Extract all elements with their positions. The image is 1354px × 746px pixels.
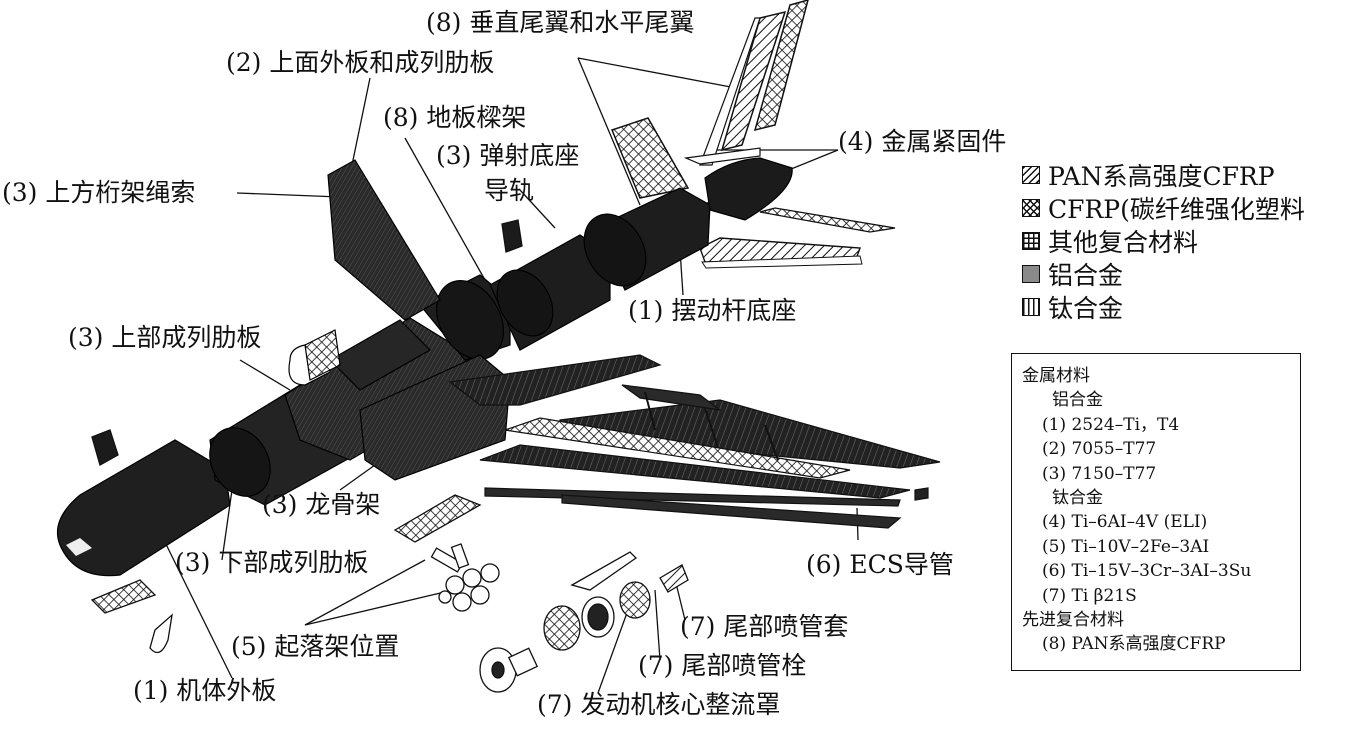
legend-label: 铝合金 (1048, 260, 1124, 290)
stabilizer-parts (699, 207, 896, 269)
label-upper-stringer: (3) 上部成列肋板 (68, 323, 262, 352)
main-wing (448, 354, 941, 529)
label-upper-skin-stringer: (2) 上面外板和成列肋板 (226, 48, 495, 77)
grid-swatch-icon (1022, 231, 1040, 250)
label-tail-nozzle-sleeve: (7) 尾部喷管套 (680, 612, 849, 641)
vertical-lines-swatch-icon (1022, 297, 1040, 316)
label-ejection-base: (3) 弹射底座 (436, 141, 580, 170)
hatch-swatch-icon (1022, 165, 1040, 184)
label-fuselage-skin: (1) 机体外板 (133, 676, 277, 705)
legend-entry-vertical: 钛合金 (1022, 290, 1305, 323)
titanium-item: (4) Ti–6AI–4V (ELI) (1042, 512, 1208, 533)
label-ecs-duct: (6) ECS导管 (806, 550, 954, 579)
label-swing-arm-base: (1) 摆动杆底座 (628, 296, 797, 325)
label-lower-stringer: (3) 下部成列肋板 (175, 548, 369, 577)
aluminum-item: (3) 7150–T77 (1042, 463, 1157, 484)
label-engine-core-fairing: (7) 发动机核心整流罩 (537, 690, 781, 719)
label-tail-nozzle-bolt: (7) 尾部喷管栓 (638, 651, 807, 680)
materials-box: 金属材料 铝合金 (1) 2524–Ti，T4 (2) 7055–T77 (3)… (1011, 353, 1301, 671)
label-floor-beam: (8) 地板樑架 (383, 103, 527, 132)
legend-label: 钛合金 (1048, 293, 1124, 323)
aluminum-item: (1) 2524–Ti，T4 (1042, 414, 1180, 435)
label-ejection-rail: 导轨 (484, 176, 535, 205)
titanium-item: (7) Ti β21S (1042, 585, 1137, 606)
composite-heading: 先进复合材料 (1022, 610, 1124, 631)
legend-label: PAN系高强度CFRP (1048, 161, 1275, 191)
label-landing-gear: (5) 起落架位置 (231, 632, 400, 661)
legend-label: 其他复合材料 (1048, 227, 1199, 257)
solid-gray-swatch-icon (1022, 264, 1040, 283)
titanium-heading: 钛合金 (1052, 488, 1103, 509)
legend-entry-crosshatch: CFRP(碳纤维强化塑料 (1022, 191, 1305, 224)
crosshatch-swatch-icon (1022, 198, 1040, 217)
legend-entry-hatch: PAN系高强度CFRP (1022, 158, 1305, 191)
legend-entry-grid: 其他复合材料 (1022, 224, 1305, 257)
label-keel-frame: (3) 龙骨架 (262, 490, 381, 519)
materials-title: 金属材料 (1022, 366, 1090, 386)
titanium-item: (6) Ti–15V–3Cr–3AI–3Su (1042, 561, 1252, 582)
loose-parts (90, 219, 689, 693)
legend-label: CFRP(碳纤维强化塑料 (1048, 194, 1305, 224)
composite-item: (8) PAN系高强度CFRP (1042, 634, 1226, 655)
legend-entry-solid-gray: 铝合金 (1022, 257, 1305, 290)
label-vertical-horizontal-tail: (8) 垂直尾翼和水平尾翼 (426, 8, 695, 37)
aluminum-heading: 铝合金 (1052, 390, 1103, 411)
label-metal-fastener: (4) 金属紧固件 (838, 127, 1007, 156)
aluminum-item: (2) 7055–T77 (1042, 439, 1157, 460)
titanium-item: (5) Ti–10V–2Fe–3AI (1042, 536, 1210, 557)
label-upper-truss-rope: (3) 上方桁架绳索 (2, 178, 196, 207)
tail-assembly (611, 0, 809, 199)
pattern-legend: PAN系高强度CFRP CFRP(碳纤维强化塑料 其他复合材料 铝合金 钛合金 (1022, 158, 1305, 323)
